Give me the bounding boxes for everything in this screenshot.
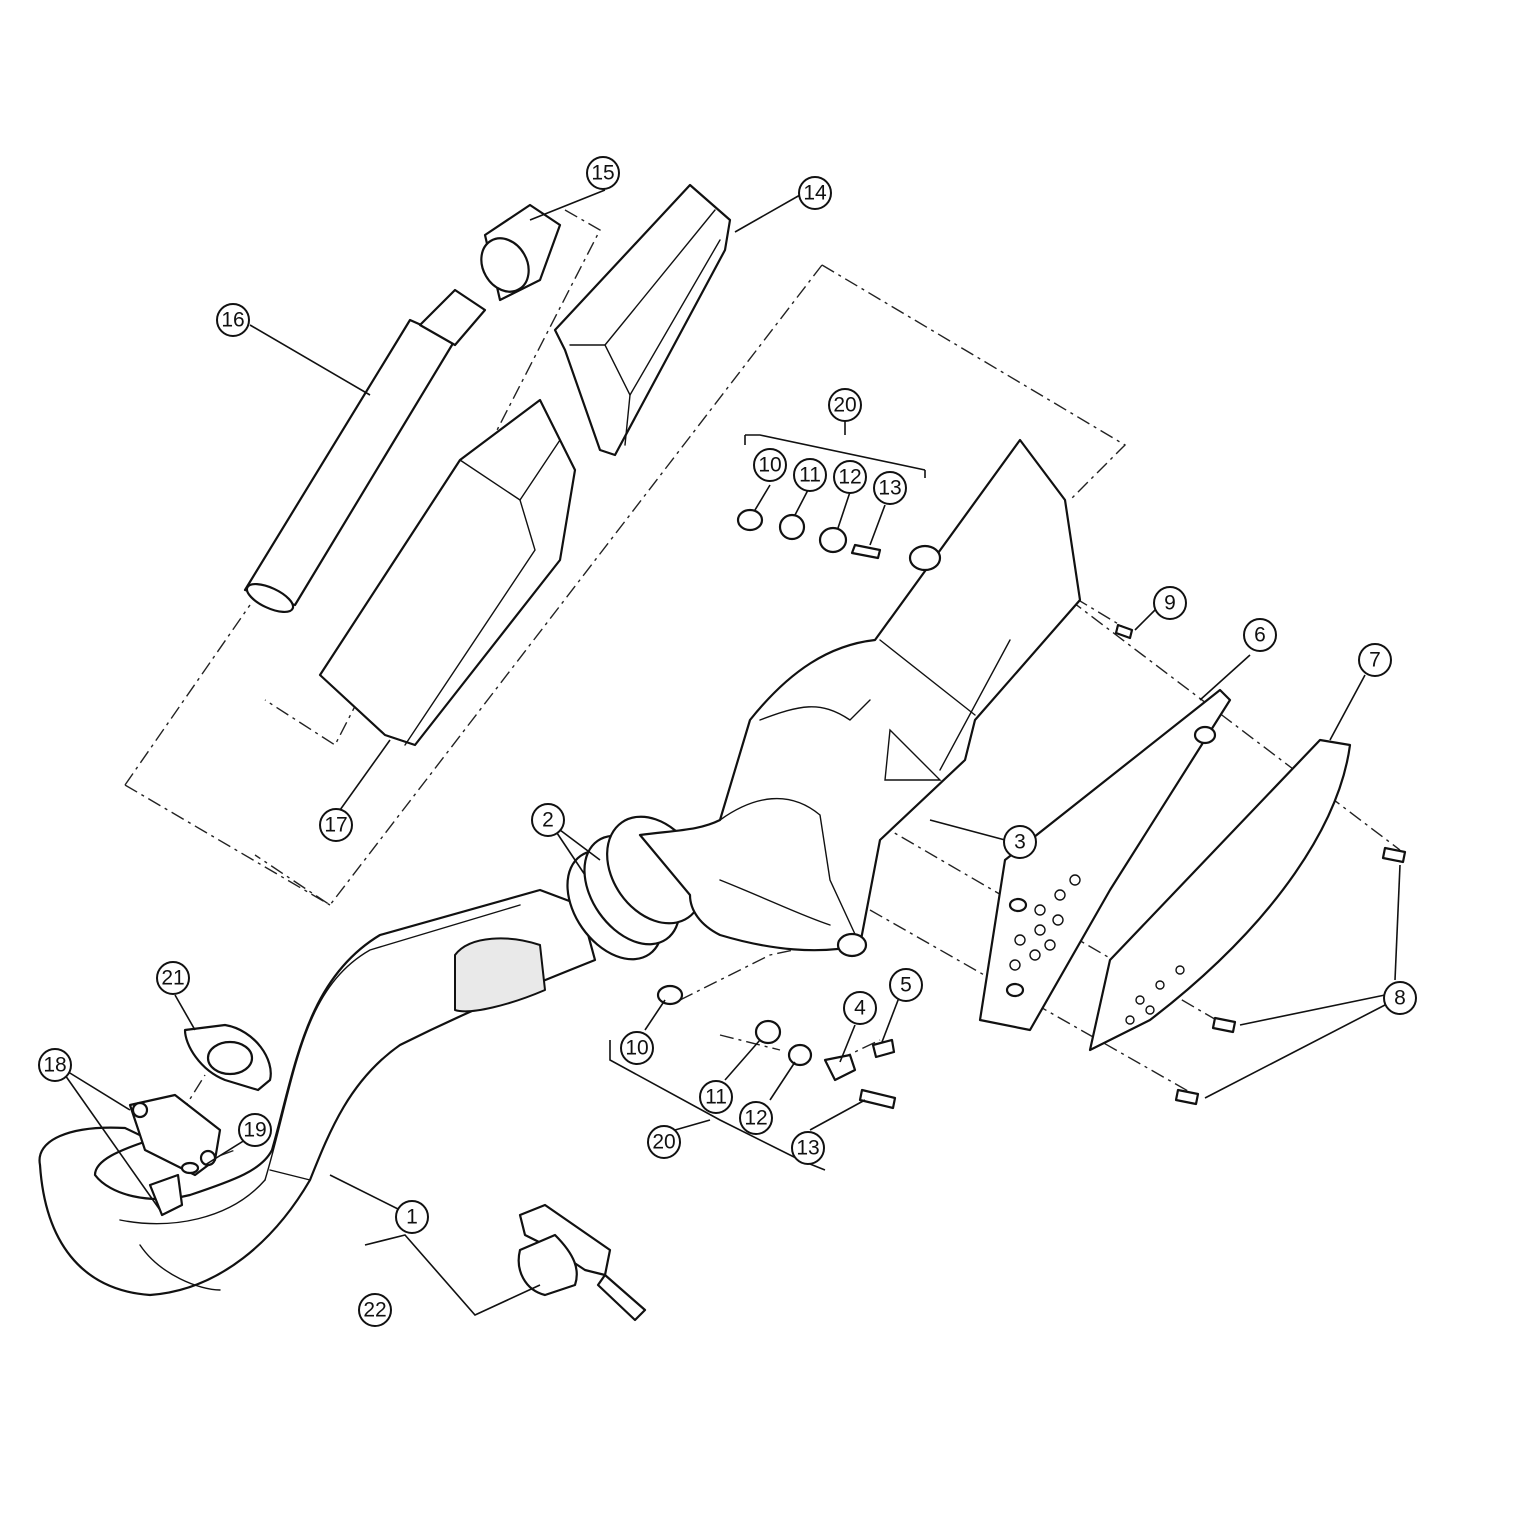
callout-11-upper: 11: [793, 458, 827, 492]
lambda-sensor: [517, 1203, 647, 1322]
svg-text:5: 5: [900, 974, 912, 997]
callouts: 1 2 3 4 5 6 7 8 9 10 10 11 11 12 12 13 1…: [38, 156, 1417, 1327]
shield-holes: [1009, 874, 1081, 971]
end-cap: [553, 183, 732, 457]
callout-8: 8: [1383, 981, 1417, 1015]
svg-text:9: 9: [1164, 592, 1176, 615]
callout-15: 15: [586, 156, 620, 190]
svg-text:13: 13: [878, 477, 901, 500]
callout-13-upper: 13: [873, 471, 907, 505]
callout-12-upper: 12: [833, 460, 867, 494]
callout-6: 6: [1243, 618, 1277, 652]
svg-text:21: 21: [161, 967, 184, 990]
svg-text:2: 2: [542, 809, 554, 832]
callout-3: 3: [1003, 825, 1037, 859]
inner-tube: [243, 288, 487, 614]
svg-text:19: 19: [243, 1119, 266, 1142]
svg-text:3: 3: [1014, 831, 1026, 854]
callout-11-lower: 11: [699, 1080, 733, 1114]
svg-text:12: 12: [838, 466, 861, 489]
svg-text:22: 22: [363, 1299, 386, 1322]
svg-text:10: 10: [758, 454, 781, 477]
flange-gasket: [183, 1023, 272, 1092]
svg-text:10: 10: [625, 1037, 648, 1060]
callout-12-lower: 12: [739, 1101, 773, 1135]
callout-20-lower: 20: [647, 1125, 681, 1159]
svg-text:8: 8: [1394, 987, 1406, 1010]
svg-text:18: 18: [43, 1054, 66, 1077]
cover-holes: [1125, 965, 1185, 1025]
callout-21: 21: [156, 961, 190, 995]
svg-text:12: 12: [744, 1107, 767, 1130]
callout-20-upper: 20: [828, 388, 862, 422]
svg-text:1: 1: [406, 1206, 418, 1229]
svg-text:6: 6: [1254, 624, 1266, 647]
svg-text:11: 11: [799, 464, 821, 487]
header-flange: [128, 1093, 222, 1217]
clamp-rings: [566, 815, 704, 961]
fasteners: [656, 508, 1407, 1110]
callout-10-lower: 10: [620, 1031, 654, 1065]
callout-1: 1: [395, 1200, 429, 1234]
end-piece: [480, 203, 562, 302]
silencer-body: [638, 438, 1082, 958]
svg-text:15: 15: [591, 162, 614, 185]
callout-22: 22: [358, 1293, 392, 1327]
callout-4: 4: [843, 991, 877, 1025]
callout-16: 16: [216, 303, 250, 337]
callout-2: 2: [531, 803, 565, 837]
header-pipe: [38, 888, 597, 1297]
heat-shield-plate: [978, 688, 1232, 1032]
callout-13-lower: 13: [791, 1131, 825, 1165]
callout-9: 9: [1153, 586, 1187, 620]
svg-text:7: 7: [1369, 649, 1381, 672]
silencer-sleeve: [318, 398, 577, 747]
callout-10-upper: 10: [753, 448, 787, 482]
callout-5: 5: [889, 968, 923, 1002]
callout-18: 18: [38, 1048, 72, 1082]
callout-7: 7: [1358, 643, 1392, 677]
callout-19: 19: [238, 1113, 272, 1147]
svg-text:4: 4: [854, 997, 866, 1020]
callout-17: 17: [319, 808, 353, 842]
svg-text:14: 14: [803, 182, 827, 205]
svg-text:17: 17: [324, 814, 347, 837]
svg-text:11: 11: [705, 1086, 727, 1109]
svg-text:13: 13: [796, 1137, 819, 1160]
svg-text:20: 20: [652, 1131, 675, 1154]
callout-14: 14: [798, 176, 832, 210]
outer-cover: [1088, 738, 1352, 1052]
leader-lines: [64, 189, 1401, 1316]
svg-text:20: 20: [833, 394, 856, 417]
svg-text:16: 16: [221, 309, 244, 332]
